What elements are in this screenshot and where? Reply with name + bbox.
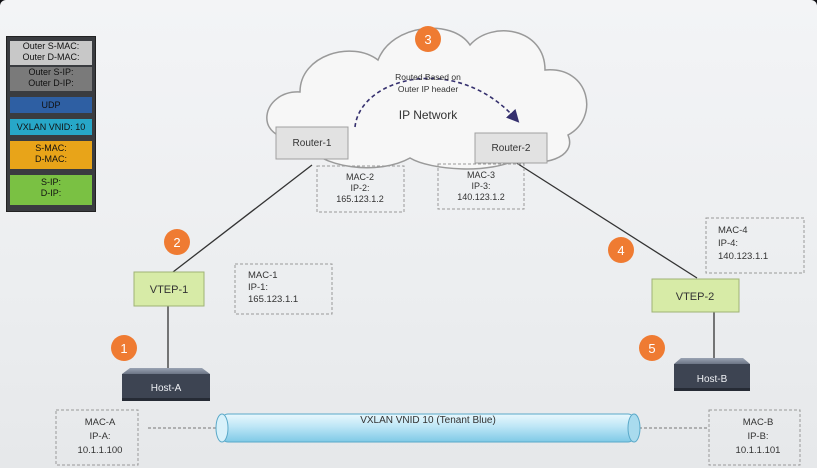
router2-ip-label: IP-3: xyxy=(471,181,490,191)
step-3-label: 3 xyxy=(424,32,431,47)
router2-mac: MAC-3 xyxy=(467,170,495,180)
vtep-1[interactable]: VTEP-1 xyxy=(133,271,205,307)
info-box-router2: MAC-3 IP-3: 140.123.1.2 xyxy=(437,163,525,210)
host-b-mac: MAC-B xyxy=(743,417,774,428)
legend-outer-dip: Outer D-IP: xyxy=(28,78,74,88)
info-box-host-a: MAC-A IP-A: 10.1.1.100 xyxy=(55,409,139,466)
legend-inner-ip: S-IP: D-IP: xyxy=(10,175,92,205)
host-b-ip-label: IP-B: xyxy=(747,431,768,442)
legend-outer-mac: Outer S-MAC: Outer D-MAC: xyxy=(10,41,92,65)
info-box-vtep2: MAC-4 IP-4: 140.123.1.1 xyxy=(705,217,805,274)
step-1-label: 1 xyxy=(120,341,127,356)
tunnel-label: VXLAN VNID 10 (Tenant Blue) xyxy=(360,415,496,426)
step-badge-1: 1 xyxy=(111,335,137,361)
legend-outer-dmac: Outer D-MAC: xyxy=(22,52,80,62)
link-router2-vtep2 xyxy=(514,161,698,279)
router1-mac: MAC-2 xyxy=(346,172,374,182)
legend-dip: D-IP: xyxy=(40,188,62,198)
step-4-label: 4 xyxy=(617,243,624,258)
vtep-2-label: VTEP-2 xyxy=(676,291,715,303)
legend-udp: UDP xyxy=(10,97,92,113)
ip-network-label: IP Network xyxy=(399,108,458,122)
legend-vxlan: VXLAN VNID: 10 xyxy=(10,119,92,135)
info-box-router1: MAC-2 IP-2: 165.123.1.2 xyxy=(316,165,405,213)
host-a-ip-label: IP-A: xyxy=(89,431,110,442)
router2-ip: 140.123.1.2 xyxy=(457,192,505,202)
legend-smac: S-MAC: xyxy=(35,143,67,153)
host-b-ip: 10.1.1.101 xyxy=(736,445,781,456)
legend-outer-smac: Outer S-MAC: xyxy=(22,41,80,51)
router-1-label: Router-1 xyxy=(293,138,332,149)
vtep2-ip: 140.123.1.1 xyxy=(718,251,768,262)
step-badge-2: 2 xyxy=(164,229,190,255)
info-box-vtep1: MAC-1 IP-1: 165.123.1.1 xyxy=(234,263,333,315)
step-5-label: 5 xyxy=(648,341,655,356)
router-1[interactable]: Router-1 xyxy=(275,126,349,160)
router-2[interactable]: Router-2 xyxy=(474,132,548,164)
host-a-label: Host-A xyxy=(151,383,182,394)
router1-ip-label: IP-2: xyxy=(350,183,369,193)
router-2-label: Router-2 xyxy=(492,143,531,154)
vtep2-mac: MAC-4 xyxy=(718,225,748,236)
legend-dmac: D-MAC: xyxy=(35,154,67,164)
router1-ip: 165.123.1.2 xyxy=(336,194,384,204)
step-badge-4: 4 xyxy=(608,237,634,263)
legend-udp-label: UDP xyxy=(41,100,61,110)
routing-arrow xyxy=(354,77,520,128)
legend-outer-sip: Outer S-IP: xyxy=(28,67,74,77)
vxlan-tunnel: VXLAN VNID 10 (Tenant Blue) xyxy=(148,413,708,443)
vtep-2[interactable]: VTEP-2 xyxy=(651,278,740,313)
step-badge-5: 5 xyxy=(639,335,665,361)
host-a-mac: MAC-A xyxy=(85,417,116,428)
legend-sip: S-IP: xyxy=(40,177,61,187)
step-badge-3: 3 xyxy=(415,26,441,52)
host-a[interactable]: Host-A xyxy=(122,368,210,401)
legend-inner-mac: S-MAC: D-MAC: xyxy=(10,141,92,169)
step-2-label: 2 xyxy=(173,235,180,250)
host-b-label: Host-B xyxy=(697,374,728,385)
info-box-host-b: MAC-B IP-B: 10.1.1.101 xyxy=(708,409,801,466)
packet-header-legend: Outer S-MAC: Outer D-MAC: Outer S-IP: Ou… xyxy=(6,36,96,212)
vtep-1-label: VTEP-1 xyxy=(150,284,189,296)
routing-note-line1: Routed Based on xyxy=(395,72,461,82)
vtep2-ip-label: IP-4: xyxy=(718,238,738,249)
vtep1-ip: 165.123.1.1 xyxy=(248,294,298,305)
vtep1-mac: MAC-1 xyxy=(248,270,278,281)
routing-note-line2: Outer IP header xyxy=(398,84,458,94)
vtep1-ip-label: IP-1: xyxy=(248,282,268,293)
link-router1-vtep1 xyxy=(172,164,313,273)
legend-vxlan-label: VXLAN VNID: 10 xyxy=(16,122,86,132)
host-a-ip: 10.1.1.100 xyxy=(78,445,123,456)
host-b[interactable]: Host-B xyxy=(674,358,750,391)
links xyxy=(167,161,715,368)
legend-outer-ip: Outer S-IP: Outer D-IP: xyxy=(10,67,92,91)
